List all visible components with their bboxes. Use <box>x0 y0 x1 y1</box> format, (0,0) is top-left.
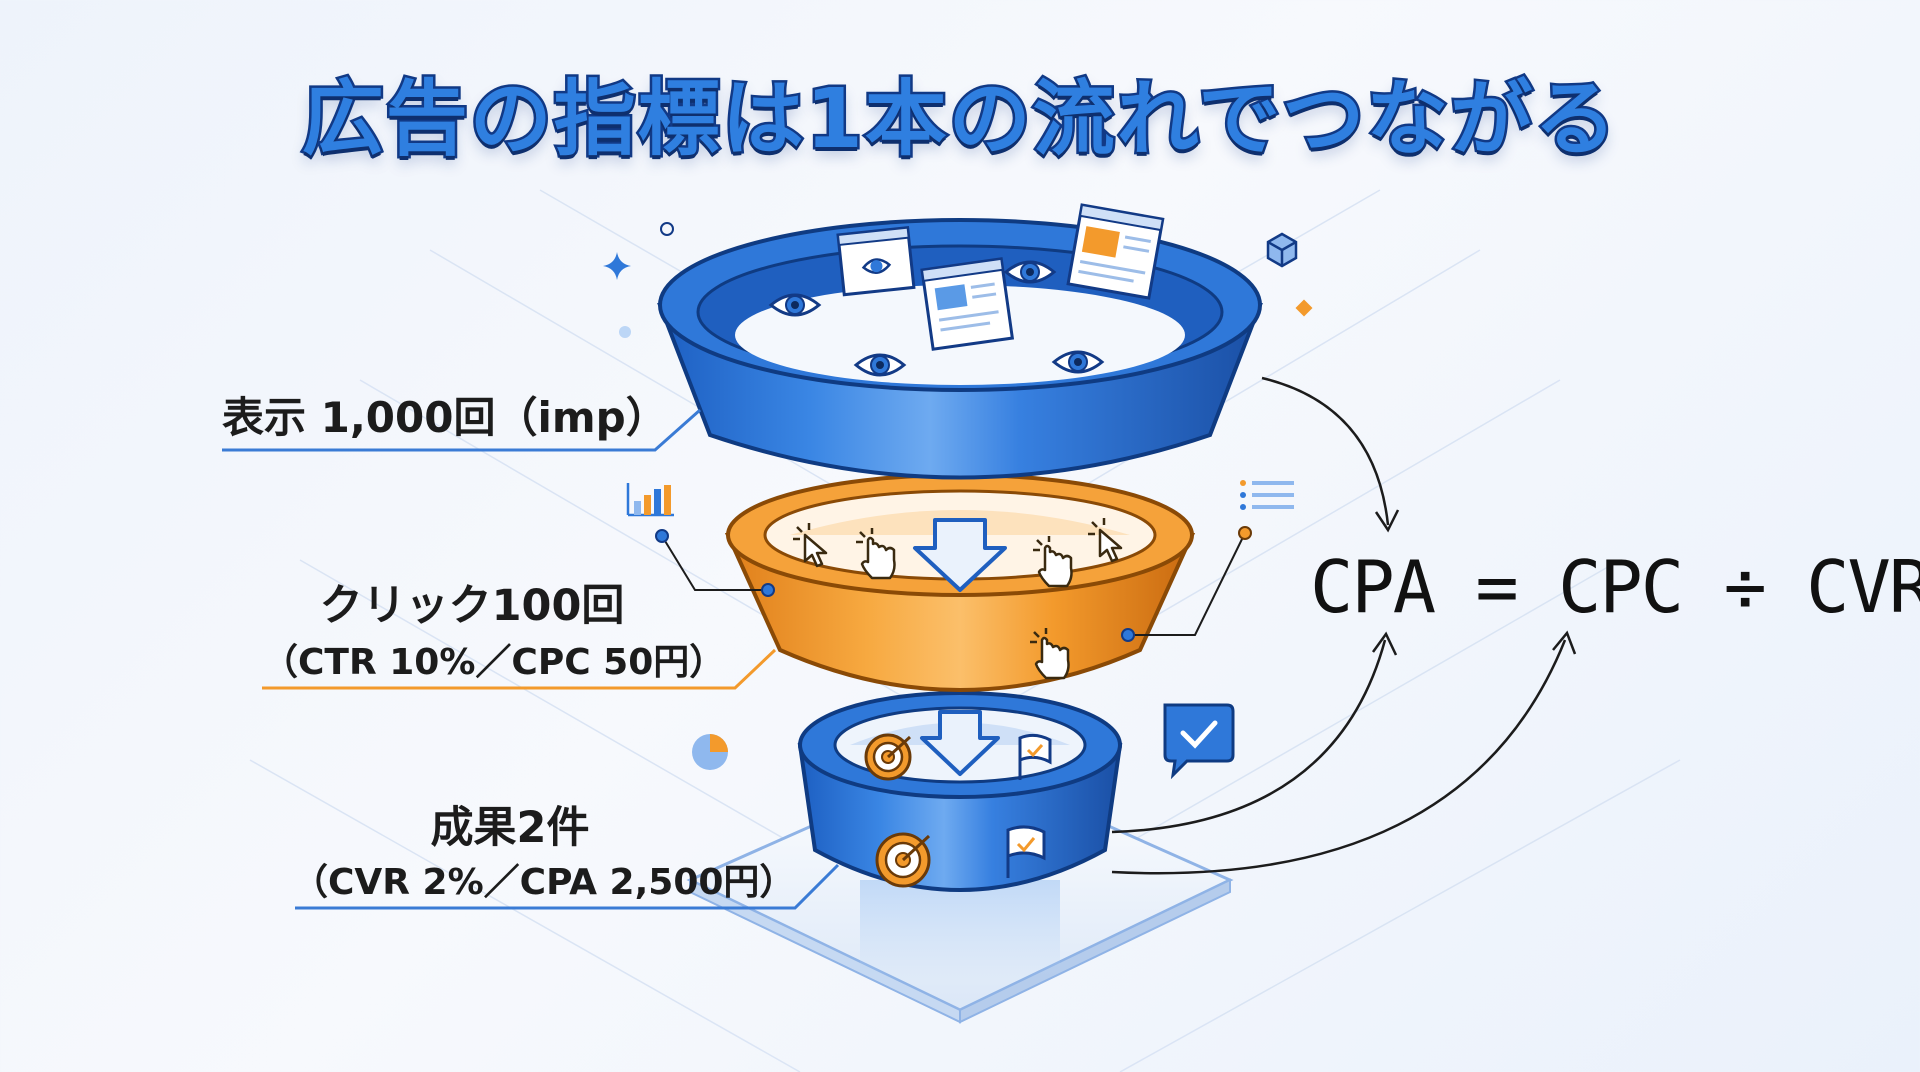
formula-text: CPA = CPC ÷ CVR <box>1310 545 1920 629</box>
decor-diamond <box>1295 299 1313 317</box>
hand-pointer-icon <box>1033 536 1073 588</box>
browser-window-icon <box>836 226 916 297</box>
leader-line-conversions <box>295 863 840 910</box>
label-impressions: 表示 1,000回（imp） <box>222 393 668 442</box>
eye-icon <box>1051 350 1105 374</box>
target-icon <box>864 733 912 781</box>
target-icon <box>875 832 931 888</box>
funnel-stage-impressions <box>657 218 1263 480</box>
decor-dot <box>619 326 631 338</box>
leader-line-impressions <box>222 408 701 452</box>
hand-pointer-icon <box>856 528 896 580</box>
eye-icon <box>1003 260 1057 284</box>
flag-check-icon <box>1018 733 1052 780</box>
hand-pointer-icon <box>1030 628 1070 680</box>
arrow-down-icon <box>920 710 1000 776</box>
chat-check-icon <box>1163 703 1235 780</box>
eye-icon <box>853 353 907 377</box>
pie-chart-icon <box>692 734 728 770</box>
label-conversions: 成果2件 <box>430 803 590 853</box>
browser-window-icon <box>920 257 1015 351</box>
arrow-down-icon <box>913 518 1007 592</box>
page-title: 広告の指標は1本の流れでつながる <box>299 70 1619 170</box>
list-icon <box>1240 480 1294 510</box>
label-clicks-metrics: （CTR 10%／CPC 50円） <box>262 642 726 683</box>
leader-line-clicks <box>262 526 1252 690</box>
label-conversions-metrics: （CVR 2%／CPA 2,500円） <box>292 862 796 903</box>
connector-arrows <box>1111 376 1577 875</box>
bar-chart-icon <box>626 483 674 517</box>
decor-dot <box>660 222 674 236</box>
cursor-click-icon <box>793 523 828 568</box>
sparkle-icon <box>603 252 631 280</box>
cursor-click-icon <box>1088 518 1123 563</box>
label-clicks: クリック100回 <box>319 581 625 631</box>
browser-window-icon <box>1066 203 1165 300</box>
eye-icon <box>768 293 822 317</box>
flag-check-icon <box>1006 825 1046 878</box>
cube-icon <box>1266 232 1298 268</box>
